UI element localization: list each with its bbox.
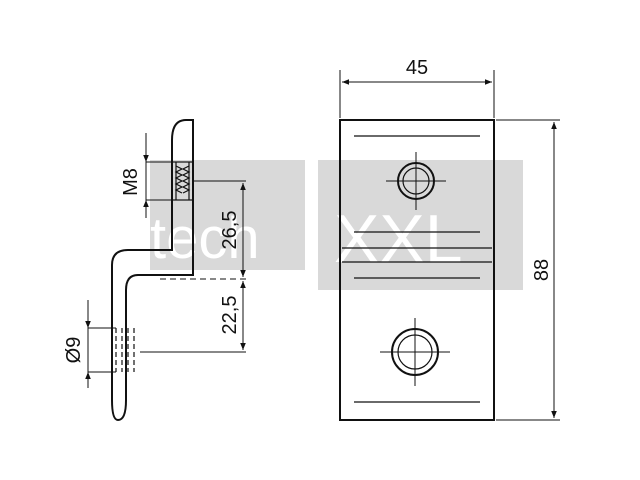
front-hole-lower xyxy=(380,318,450,386)
height-label: 88 xyxy=(531,259,553,281)
spacing-upper-label: 26,5 xyxy=(219,211,241,250)
hole-lower xyxy=(115,328,135,372)
bracket-profile xyxy=(111,119,194,422)
spacing-lower-label: 22,5 xyxy=(219,296,241,335)
plate-outline xyxy=(339,119,495,421)
front-hole-upper xyxy=(386,152,446,210)
diameter-label: Ø9 xyxy=(63,337,85,364)
front-dimensions xyxy=(339,70,560,421)
watermark-box-right xyxy=(318,160,523,290)
thread-label: M8 xyxy=(120,168,142,196)
watermark-text-right: XXL xyxy=(334,201,463,277)
front-view xyxy=(339,119,495,421)
side-dimensions xyxy=(85,133,246,388)
watermark: tech XXL xyxy=(150,160,523,290)
width-label: 45 xyxy=(406,57,428,79)
